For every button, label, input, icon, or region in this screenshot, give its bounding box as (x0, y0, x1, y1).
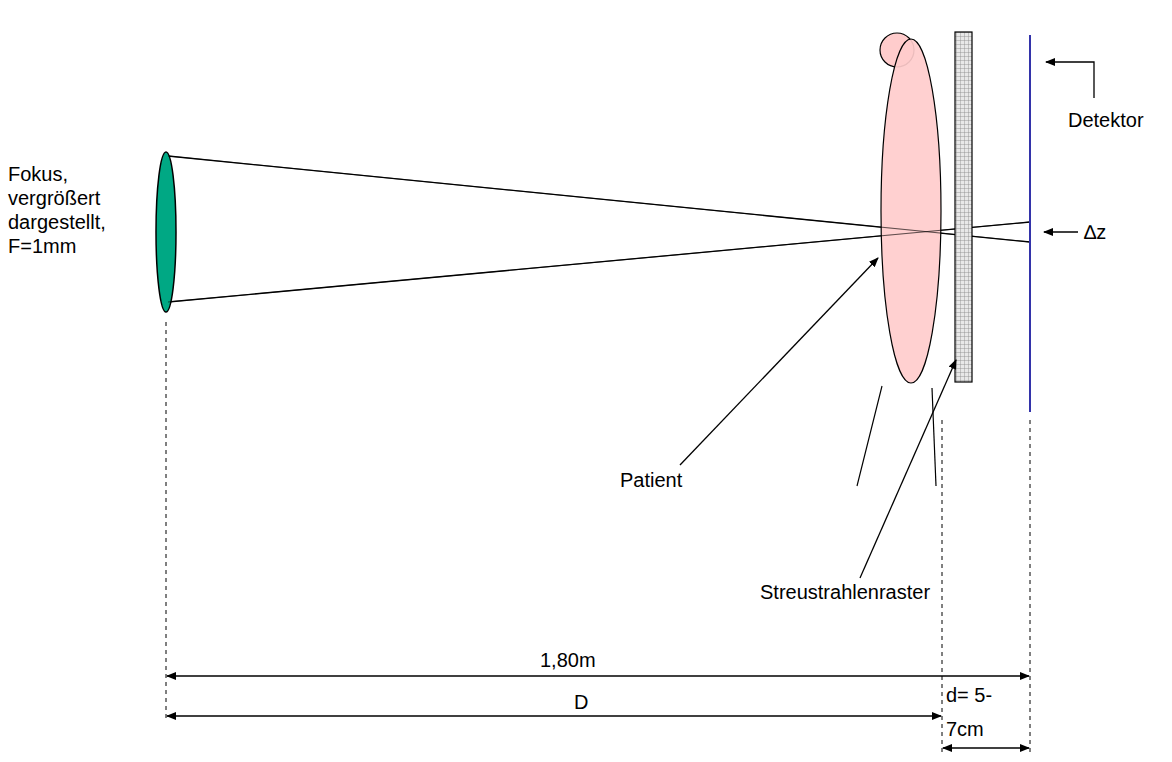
leader-line (1046, 62, 1094, 98)
leader-line (1044, 231, 1078, 232)
focus-label: Fokus, vergrößert dargestellt, F=1mm (8, 162, 128, 258)
patient-line (857, 386, 882, 486)
grid-label: Streustrahlenraster (760, 580, 930, 604)
ray (168, 156, 1030, 242)
detector-label: Detektor (1068, 108, 1144, 132)
leader-line (680, 258, 878, 465)
delta-z-label: ∆z (1084, 220, 1106, 244)
dimension-line (167, 675, 1029, 676)
dimension-label: 1,80m (540, 648, 596, 672)
extension-line (166, 322, 167, 722)
extension-line (942, 420, 943, 756)
anti-scatter-grid (955, 32, 972, 382)
dimension-line (167, 715, 941, 716)
patient-line (932, 388, 936, 486)
focus (156, 152, 176, 312)
detector (1029, 35, 1031, 412)
extension-line (1030, 420, 1031, 756)
dimension-line (943, 747, 1029, 748)
ray (168, 222, 1030, 302)
patient-label: Patient (620, 468, 682, 492)
dimension-label: d= 5-7cm (946, 678, 1010, 746)
dimension-label: D (574, 690, 588, 714)
patient-body (881, 39, 941, 383)
